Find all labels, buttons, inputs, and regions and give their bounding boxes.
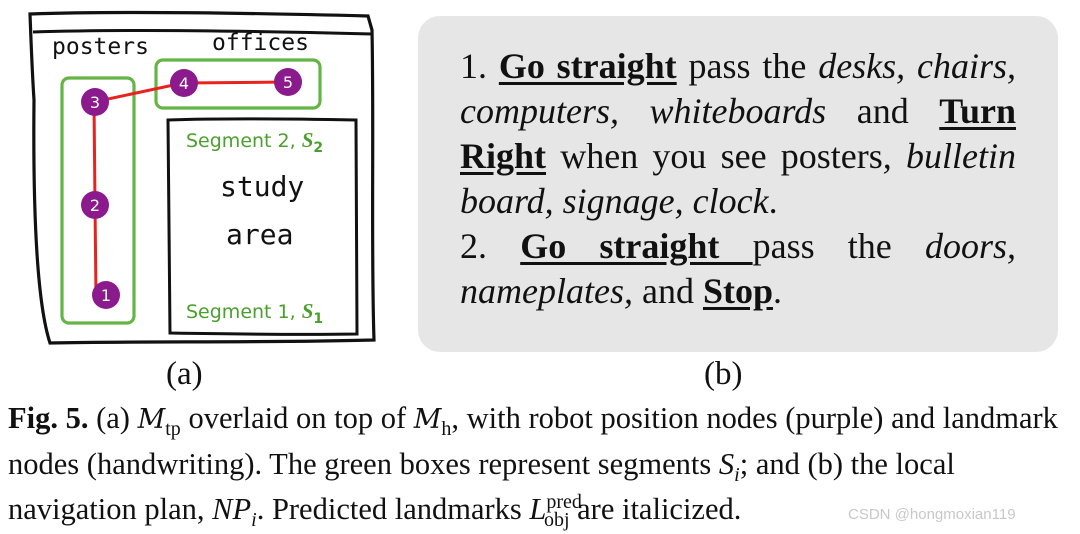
node-3: 3 bbox=[81, 88, 109, 116]
segment-2-box bbox=[154, 58, 322, 110]
svg-text:2: 2 bbox=[90, 196, 100, 215]
plan-step-1: 1. Go straight pass the desks, chairs, c… bbox=[460, 46, 1017, 221]
action-go-straight-2: Go straight bbox=[520, 226, 753, 266]
svg-text:1: 1 bbox=[101, 286, 111, 305]
map-outline bbox=[28, 10, 376, 345]
posters-label: posters bbox=[52, 34, 149, 60]
watermark: CSDN @hongmoxian119 bbox=[848, 506, 1016, 523]
svg-text:4: 4 bbox=[179, 74, 189, 93]
study-label: study bbox=[220, 170, 304, 203]
svg-text:5: 5 bbox=[283, 73, 293, 92]
floor-plan-sketch: posters offices study area 1 2 3 4 5 Seg… bbox=[28, 10, 376, 345]
landmarks-step-1a: desks, chairs, computers, whiteboards bbox=[460, 46, 1017, 131]
node-5: 5 bbox=[274, 68, 302, 96]
subfigure-label-a: (a) bbox=[166, 356, 203, 392]
action-turn-right: Turn Right bbox=[460, 91, 1016, 176]
svg-text:3: 3 bbox=[90, 93, 100, 112]
segment-1-box bbox=[60, 76, 136, 325]
node-4: 4 bbox=[170, 69, 198, 97]
offices-label: offices bbox=[212, 30, 309, 56]
area-label: area bbox=[226, 218, 293, 251]
segment-2-label: Segment 2, S2 bbox=[186, 128, 323, 156]
figure-number: Fig. 5. bbox=[8, 401, 89, 435]
landmarks-step-2: doors, nameplates, bbox=[460, 226, 1016, 311]
landmarks-step-1b: , bulletin board, signage, clock bbox=[460, 136, 1016, 221]
figure-caption: Fig. 5. (a) Mtp overlaid on top of Mh, w… bbox=[8, 401, 1058, 532]
plan-step-2: 2. Go straight pass the doors, nameplate… bbox=[460, 226, 1016, 311]
map-top-line bbox=[32, 29, 373, 36]
navigation-plan-box: 1. Go straight pass the desks, chairs, c… bbox=[418, 16, 1058, 352]
study-area-outline bbox=[166, 117, 359, 336]
node-2: 2 bbox=[81, 191, 109, 219]
action-go-straight: Go straight bbox=[498, 46, 677, 86]
subfigure-label-b: (b) bbox=[704, 356, 743, 392]
segment-1-label: Segment 1, S1 bbox=[186, 299, 323, 327]
action-stop: Stop bbox=[702, 271, 773, 311]
node-1: 1 bbox=[92, 281, 120, 309]
